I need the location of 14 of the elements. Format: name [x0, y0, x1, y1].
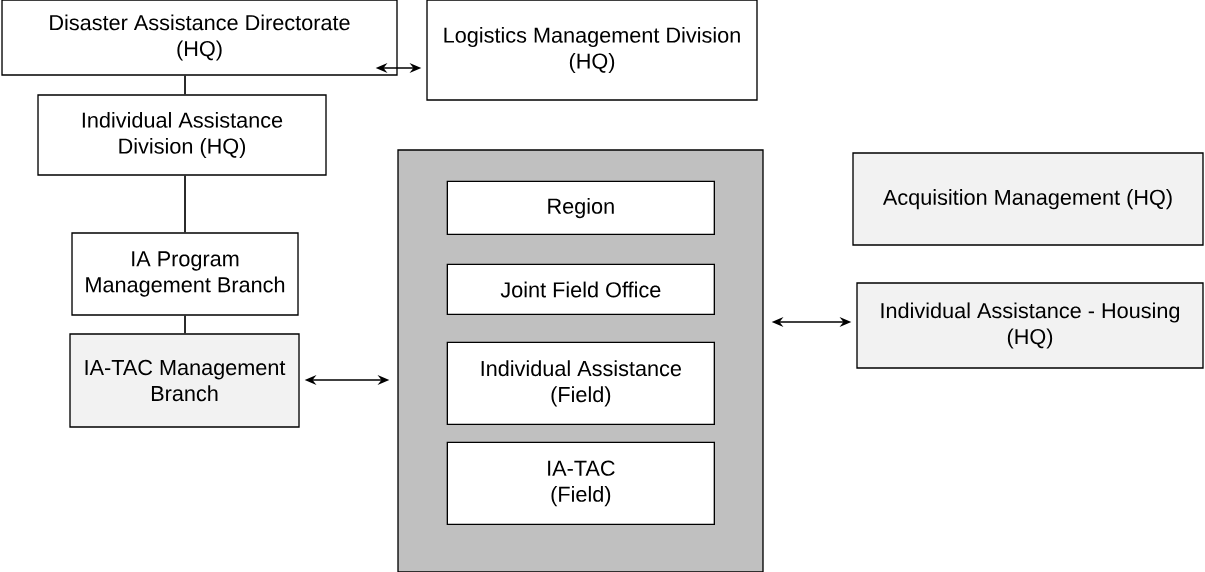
connector-line — [184, 314, 186, 335]
org-box: Disaster Assistance Directorate (HQ) — [1, 0, 398, 76]
org-box: Joint Field Office — [446, 263, 715, 315]
connector-line — [184, 174, 186, 234]
org-box: Logistics Management Division (HQ) — [426, 0, 758, 101]
connector-line — [184, 74, 186, 96]
org-box: IA Program Management Branch — [71, 232, 299, 316]
org-box: IA-TAC Management Branch — [69, 333, 300, 428]
org-box: Region — [446, 180, 715, 235]
org-box: Individual Assistance Division (HQ) — [37, 94, 327, 176]
org-box: Individual Assistance - Housing (HQ) — [856, 282, 1204, 369]
org-box: Individual Assistance (Field) — [446, 341, 715, 425]
org-box: Acquisition Management (HQ) — [852, 152, 1204, 246]
org-box: IA-TAC (Field) — [446, 441, 715, 525]
